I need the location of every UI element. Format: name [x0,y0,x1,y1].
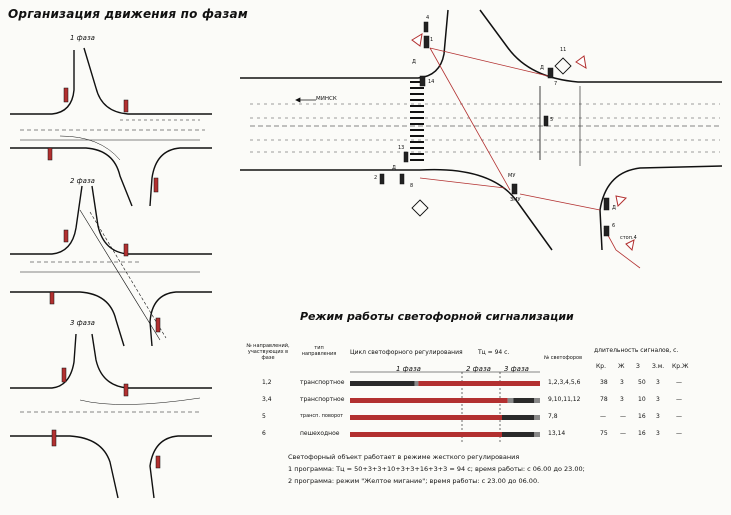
phases-title: Организация движения по фазам [8,7,248,21]
cycle-bar-segment [350,398,508,403]
phase-1-label: 1 фаза [70,34,95,42]
row-duration: 3 [656,430,660,437]
table-phase-1: 1 фаза [396,365,421,373]
row-duration: — [676,413,682,420]
minsk-arrow [295,97,316,103]
row-duration: 78 [600,396,608,403]
signal-label: 4 [426,15,430,21]
cycle-bar-segment [350,415,502,420]
row-duration: 3 [620,379,624,386]
cycle-bar-segment [534,432,540,437]
signal-label: стоп.4 [620,235,637,241]
row-duration: — [620,430,626,437]
dur-col-yellow: Ж [618,363,625,370]
dur-col-red-yellow: Кр.Ж [672,363,689,370]
col-header-type: тип направления [301,345,337,357]
signal-label: МУ [508,173,516,179]
signal-label: Д [392,165,396,171]
cycle-bar-segment [513,398,535,403]
phase-1-diagram [10,47,212,207]
row-duration: — [676,430,682,437]
row-duration: 3 [656,379,660,386]
row-direction: 1,2 [262,379,272,386]
signal-label: Д [412,59,416,65]
cycle-bar-segment [534,415,540,420]
dur-col-red: Кр. [596,363,606,370]
cycle-bar-segment [414,381,419,386]
minsk-label: МИНСК [316,96,337,102]
row-duration: — [676,379,682,386]
row-duration: 3 [656,396,660,403]
row-duration: — [620,413,626,420]
cycle-bar-segment [534,398,540,403]
signal-label: 13 [398,145,405,151]
cycle-bar-segment [350,381,415,386]
phase-2-label: 2 фаза [70,177,95,185]
dur-col-green: З [636,363,640,370]
crosswalk [410,81,424,161]
signal-label: ЗМУ [510,197,521,203]
table-phase-3: 3 фаза [504,365,529,373]
signal-label: Д [612,205,616,211]
row-type: транспортное [300,379,345,386]
phase-3-diagram [10,333,212,499]
row-type: транспортное [300,396,345,403]
dur-col-green-flash: З.м. [652,363,665,370]
row-duration: 50 [638,379,646,386]
row-signals: 9,10,11,12 [548,396,581,403]
phase-2-diagram [10,185,212,347]
col-header-directions: № направлений, участвующих в фазе [246,343,290,361]
signal-label: 14 [428,79,435,85]
row-type: трансп. поворот [300,413,344,419]
plan-intersection [240,9,723,251]
row-direction: 6 [262,430,266,437]
timing-title: Режим работы светофорной сигнализации [300,310,574,323]
row-duration: 3 [620,396,624,403]
row-signals: 1,2,3,4,5,6 [548,379,581,386]
signal-label: 7 [554,81,558,87]
row-signals: 7,8 [548,413,558,420]
plan-signals [379,21,610,237]
row-direction: 5 [262,413,266,420]
note-line-2: 1 программа: Tц = 50+3+3+10+3+3+16+3+3 =… [288,465,585,473]
row-duration: 16 [638,413,646,420]
row-duration: 38 [600,379,608,386]
controller-boxes [411,57,572,217]
row-duration: 10 [638,396,646,403]
cycle-bar-segment [507,398,514,403]
col-header-durations: длительность сигналов, с. [594,347,679,354]
signal-label: 11 [560,47,567,53]
signal-label: Д [540,65,544,71]
signal-label: 8 [410,183,414,189]
cycle-bar-segment [418,381,540,386]
signal-label: 5 [550,117,554,123]
signal-label: 1 [430,37,434,43]
row-duration: 75 [600,430,608,437]
note-line-3: 2 программа: режим "Желтое мигание"; вре… [288,477,540,485]
signal-label: 6 [612,223,616,229]
cycle-length: Tц = 94 с. [478,349,510,356]
row-type: пешеходное [300,430,340,437]
phase-3-label: 3 фаза [70,319,95,327]
row-duration: 3 [656,413,660,420]
cycle-bar-segment [502,432,535,437]
cycle-bar-segment [350,432,502,437]
col-header-cycle: Цикл светофорного регулирования [350,349,463,356]
signal-label: 2 [374,175,378,181]
cycle-bar-segment [502,415,535,420]
row-duration: — [676,396,682,403]
warning-triangles [411,33,635,252]
row-direction: 3,4 [262,396,272,403]
row-signals: 13,14 [548,430,566,437]
table-phase-2: 2 фаза [466,365,491,373]
row-duration: — [600,413,606,420]
row-duration: 16 [638,430,646,437]
note-line-1: Светофорный объект работает в режиме жес… [288,453,520,461]
col-header-signals: № светофоров [544,355,583,361]
